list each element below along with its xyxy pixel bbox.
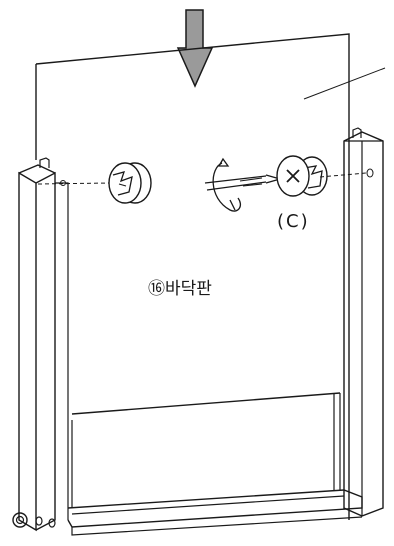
hardware-code-label: (C) <box>277 211 310 232</box>
right-side-panel <box>343 127 384 517</box>
dowel-hole <box>60 180 66 186</box>
alignment-line-left <box>37 182 111 185</box>
down-arrow-icon <box>176 9 214 88</box>
screwdriver-icon <box>204 174 283 191</box>
leader-line <box>303 67 386 100</box>
base-rail <box>67 393 363 536</box>
leveling-foot <box>12 512 56 528</box>
bottom-panel <box>35 33 350 520</box>
rotate-arrow-icon <box>212 157 242 212</box>
cam-hole <box>366 168 374 178</box>
cam-lock-icon <box>276 155 328 197</box>
cam-lock-icon <box>108 162 152 204</box>
part-name-label: ⑯바닥판 <box>148 279 212 299</box>
left-side-panel <box>18 157 69 532</box>
